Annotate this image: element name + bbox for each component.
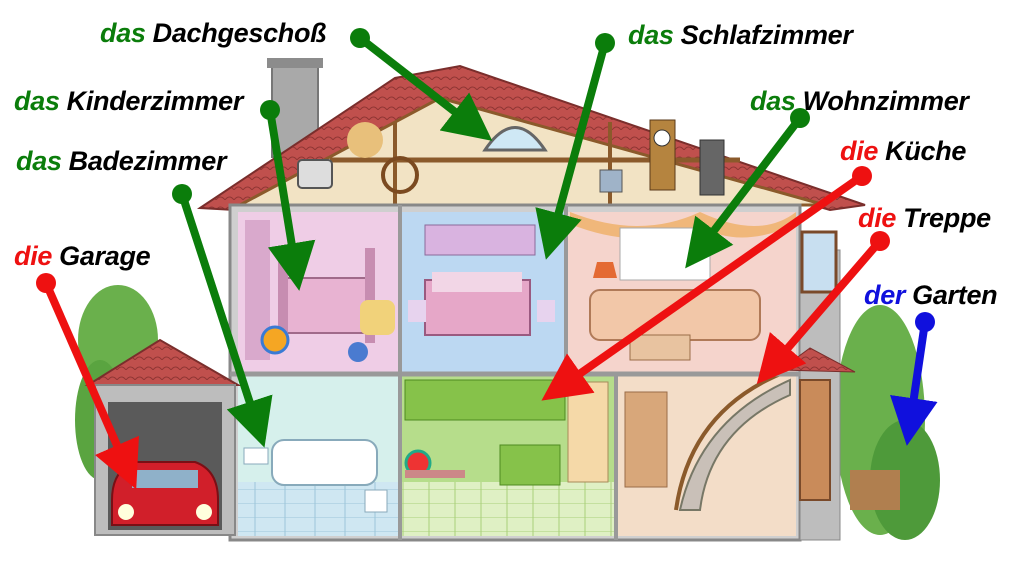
noun: Dachgeschoß: [152, 18, 327, 48]
article: das: [14, 86, 60, 116]
arrow-schlafzimmer: [535, 33, 615, 260]
noun: Badezimmer: [68, 146, 227, 176]
noun: Schlafzimmer: [680, 20, 853, 50]
arrow-treppe: [756, 231, 890, 385]
arrow-garage: [36, 273, 139, 490]
noun: Garage: [59, 241, 151, 271]
noun: Küche: [885, 136, 967, 166]
article: der: [864, 280, 906, 310]
noun: Garten: [912, 280, 998, 310]
article: das: [100, 18, 146, 48]
article: das: [750, 86, 796, 116]
noun: Wohnzimmer: [802, 86, 969, 116]
arrow-kinderzimmer: [260, 100, 316, 291]
arrow-badezimmer: [172, 184, 273, 448]
arrow-kueche: [541, 166, 872, 401]
article: die: [840, 136, 879, 166]
noun: Kinderzimmer: [66, 86, 244, 116]
article: die: [858, 203, 897, 233]
article: das: [16, 146, 62, 176]
arrow-wohnzimmer: [685, 108, 810, 269]
article: das: [628, 20, 674, 50]
noun: Treppe: [903, 203, 991, 233]
arrow-dachgeschoss: [350, 28, 493, 141]
pointer-arrows: [36, 28, 938, 490]
arrow-garten: [890, 312, 938, 446]
article: die: [14, 241, 53, 271]
